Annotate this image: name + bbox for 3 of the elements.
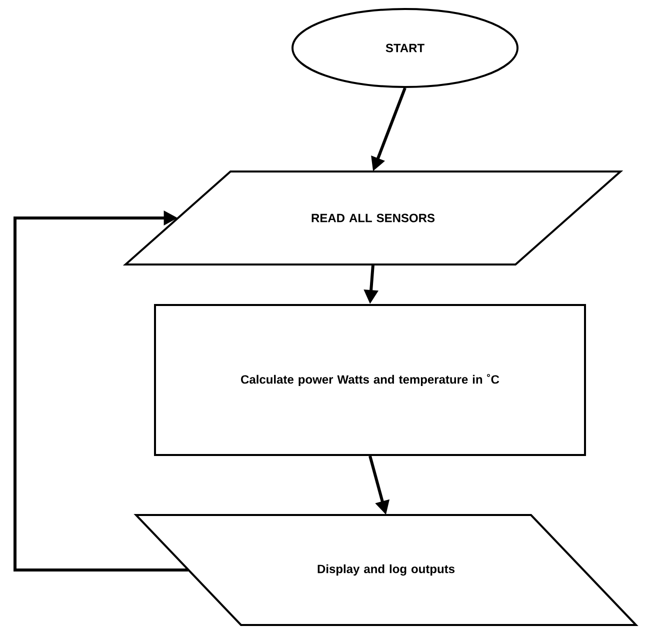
process-box: Calculate power Watts and temperature in ˚C [154, 304, 586, 456]
arrow [14, 210, 188, 572]
start-terminal: START [292, 8, 518, 88]
